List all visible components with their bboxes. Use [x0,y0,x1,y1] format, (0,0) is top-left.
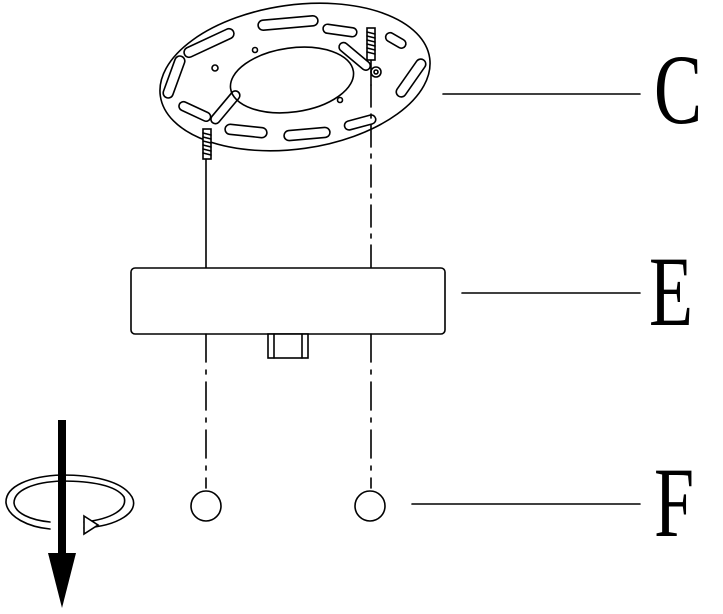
mounting-plate [159,2,431,152]
left-cap-nut [190,490,222,522]
label-e: E [649,236,693,347]
right-screw [366,27,376,269]
label-f: F [654,447,695,558]
left-screw [202,128,212,269]
rotate-arrow-icon [5,474,135,536]
label-c: C [654,34,703,145]
canopy [130,267,446,359]
right-cap-nut [354,490,386,522]
down-arrow-icon [48,420,76,608]
